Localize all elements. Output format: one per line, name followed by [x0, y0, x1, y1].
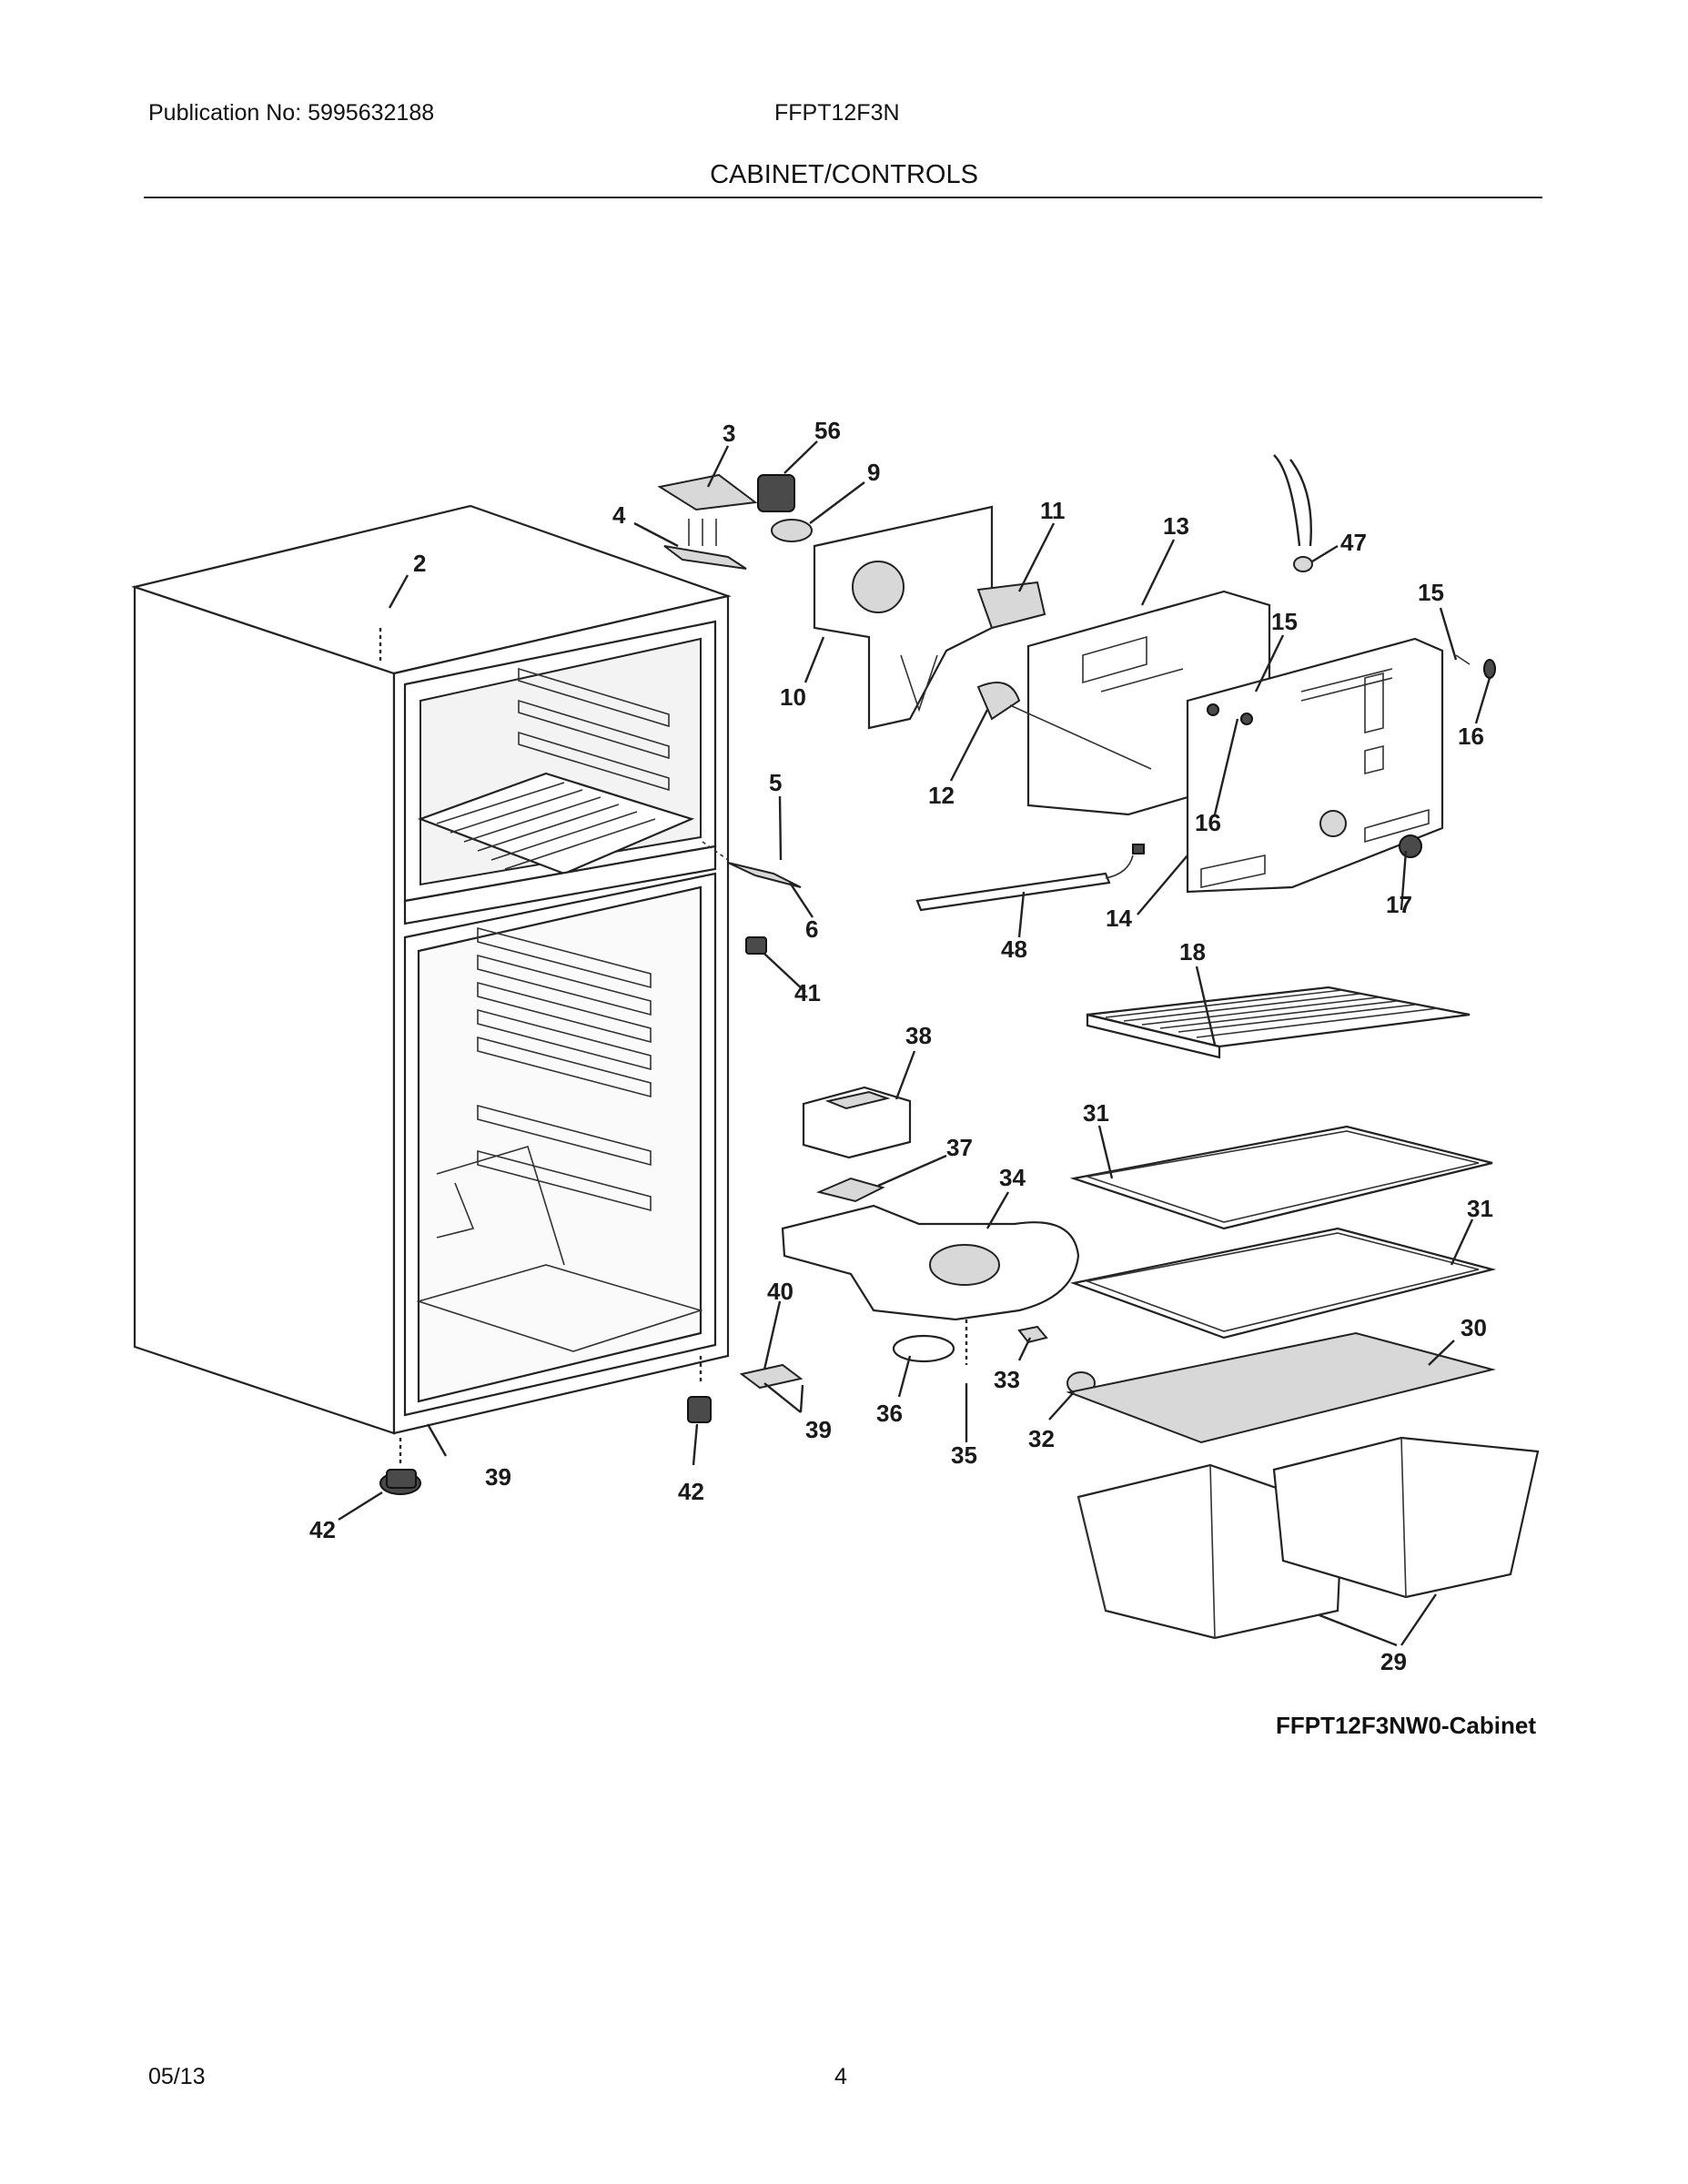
callout-36: 36 [876, 1400, 903, 1427]
section-title: CABINET/CONTROLS [710, 160, 978, 189]
model-number: FFPT12F3N [774, 100, 900, 126]
callout-15b: 15 [1271, 608, 1298, 635]
callout-18: 18 [1179, 938, 1206, 966]
callout-4: 4 [612, 501, 626, 529]
callout-14: 14 [1106, 905, 1132, 932]
leader-lines [338, 440, 1491, 1647]
callout-39: 39 [805, 1416, 832, 1443]
callout-42b: 42 [309, 1516, 336, 1543]
callout-29: 29 [1380, 1648, 1407, 1675]
callout-38: 38 [905, 1022, 932, 1049]
page-number: 4 [834, 2064, 847, 2089]
upper-components [657, 454, 1496, 955]
callout-3: 3 [723, 420, 735, 447]
callout-40: 40 [767, 1278, 793, 1305]
publication-number: Publication No: 5995632188 [148, 100, 435, 126]
diagram-caption: FFPT12F3NW0-Cabinet [1275, 1712, 1536, 1739]
callout-16: 16 [1458, 723, 1484, 750]
callout-32: 32 [1028, 1425, 1055, 1452]
callout-31b: 31 [1467, 1195, 1493, 1222]
callout-9: 9 [867, 459, 880, 486]
callout-35: 35 [951, 1441, 977, 1469]
callout-11: 11 [1040, 497, 1066, 524]
header-rule [144, 197, 1542, 198]
callout-30: 30 [1461, 1314, 1487, 1341]
callout-42: 42 [678, 1478, 704, 1505]
callout-5: 5 [769, 769, 782, 796]
callout-47: 47 [1340, 529, 1367, 556]
callout-2: 2 [413, 550, 426, 577]
callout-41: 41 [794, 979, 821, 1006]
callout-6: 6 [805, 915, 818, 943]
callout-34: 34 [999, 1164, 1026, 1191]
callout-17: 17 [1386, 891, 1412, 918]
callout-33: 33 [994, 1366, 1020, 1393]
callout-48: 48 [1001, 935, 1027, 963]
callout-56: 56 [814, 417, 841, 444]
shelves-and-crispers [1066, 986, 1540, 1640]
callout-labels: 3 56 9 4 11 13 47 15 2 15 10 16 12 16 5 … [309, 417, 1493, 1675]
callout-12: 12 [928, 782, 955, 809]
footer-date: 05/13 [148, 2064, 206, 2089]
lower-components [379, 1086, 1096, 1495]
cabinet-body [131, 504, 732, 1435]
callout-15: 15 [1418, 579, 1444, 606]
callout-16b: 16 [1195, 809, 1221, 836]
callout-39b: 39 [485, 1463, 511, 1491]
callout-37: 37 [946, 1134, 973, 1161]
callout-10: 10 [780, 683, 806, 711]
callout-31: 31 [1083, 1099, 1109, 1127]
callout-13: 13 [1163, 512, 1189, 540]
